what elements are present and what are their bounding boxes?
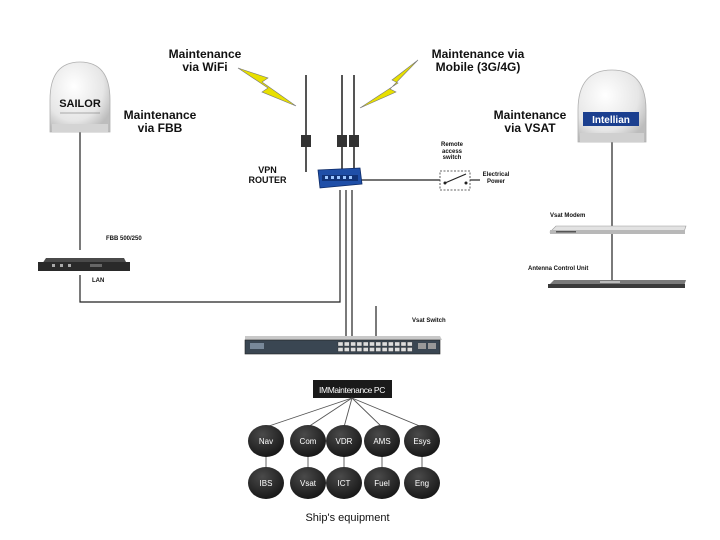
- fbb-terminal: [38, 258, 130, 271]
- equipment-node: ICT: [326, 467, 362, 499]
- remote-access-switch: [439, 170, 471, 191]
- equipment-node-shape: [290, 425, 326, 457]
- sailor-logo: SAILOR: [59, 98, 101, 110]
- equipment-node-label: Eng: [415, 479, 429, 488]
- antenna-control-unit-label: Antenna Control Unit: [528, 266, 589, 272]
- sailor-fbb-dome: SAILOR: [49, 61, 111, 133]
- maint-fbb-label: Maintenance via FBB: [123, 108, 197, 136]
- equipment-node-shape: [404, 467, 440, 499]
- equipment-node: Vsat: [290, 467, 326, 499]
- maint-wifi-label: Maintenance via WiFi: [168, 47, 242, 75]
- equipment-node-label: Fuel: [374, 479, 390, 488]
- equipment-node-label: Vsat: [300, 479, 317, 488]
- equipment-link-line: [351, 397, 383, 428]
- vpn-router-label: VPN ROUTER: [248, 165, 287, 185]
- equipment-link-line: [351, 397, 423, 428]
- lan-line: [79, 190, 341, 303]
- vsat-modem: [549, 225, 687, 234]
- equipment-node-shape: [364, 467, 400, 499]
- equipment-node-label: VDR: [336, 437, 353, 446]
- equipment-node-shape: [326, 467, 362, 499]
- equipment-node-shape: [290, 467, 326, 499]
- intellian-vsat-dome: Intellian: [577, 69, 647, 143]
- equipment-node-shape: [404, 425, 440, 457]
- equipment-link-line: [343, 397, 353, 428]
- lan-label: LAN: [92, 278, 105, 284]
- equipment-node-shape: [248, 467, 284, 499]
- remote-access-switch-label: Remote access switch: [440, 142, 463, 162]
- equipment-connection-lines: [265, 397, 423, 469]
- equipment-node-label: Nav: [259, 437, 273, 446]
- vsat-modem-label: Vsat Modem: [550, 213, 586, 219]
- equipment-node: Eng: [404, 467, 440, 499]
- intellian-logo: Intellian: [592, 115, 630, 126]
- maintenance-pc: IMMaintenance PC: [313, 380, 392, 398]
- equipment-link-line: [265, 397, 353, 428]
- wifi-lightning-icon: [237, 67, 297, 107]
- equipment-node: Com: [290, 425, 326, 457]
- vsat-switch: [244, 336, 442, 355]
- equipment-node: AMS: [364, 425, 400, 457]
- electrical-power-label: Electrical Power: [482, 172, 510, 185]
- vsat-switch-label: Vsat Switch: [412, 318, 446, 324]
- connection-lines: [79, 130, 613, 340]
- maint-vsat-label: Maintenance via VSAT: [493, 108, 567, 136]
- equipment-node-label: AMS: [373, 437, 390, 446]
- equipment-node-label: Com: [300, 437, 317, 446]
- maintenance-pc-label: IMMaintenance PC: [319, 385, 385, 395]
- fbb-model-label: FBB 500/250: [106, 236, 142, 242]
- vpn-router: [301, 75, 363, 189]
- equipment-node-shape: [248, 425, 284, 457]
- equipment-node: IBS: [248, 467, 284, 499]
- equipment-node: VDR: [326, 425, 362, 457]
- equipment-node-shape: [364, 425, 400, 457]
- antenna-control-unit: [548, 280, 686, 288]
- equipment-node-label: Esys: [413, 437, 430, 446]
- equipment-node: Esys: [404, 425, 440, 457]
- equipment-node: Nav: [248, 425, 284, 457]
- mobile-lightning-icon: [359, 59, 419, 109]
- maint-mobile-label: Maintenance via Mobile (3G/4G): [431, 47, 525, 75]
- equipment-node: Fuel: [364, 467, 400, 499]
- equipment-link-line: [307, 397, 353, 428]
- ships-equipment-label: Ship's equipment: [305, 512, 390, 524]
- equipment-node-shape: [326, 425, 362, 457]
- equipment-node-label: IBS: [260, 479, 273, 488]
- equipment-node-label: ICT: [338, 479, 351, 488]
